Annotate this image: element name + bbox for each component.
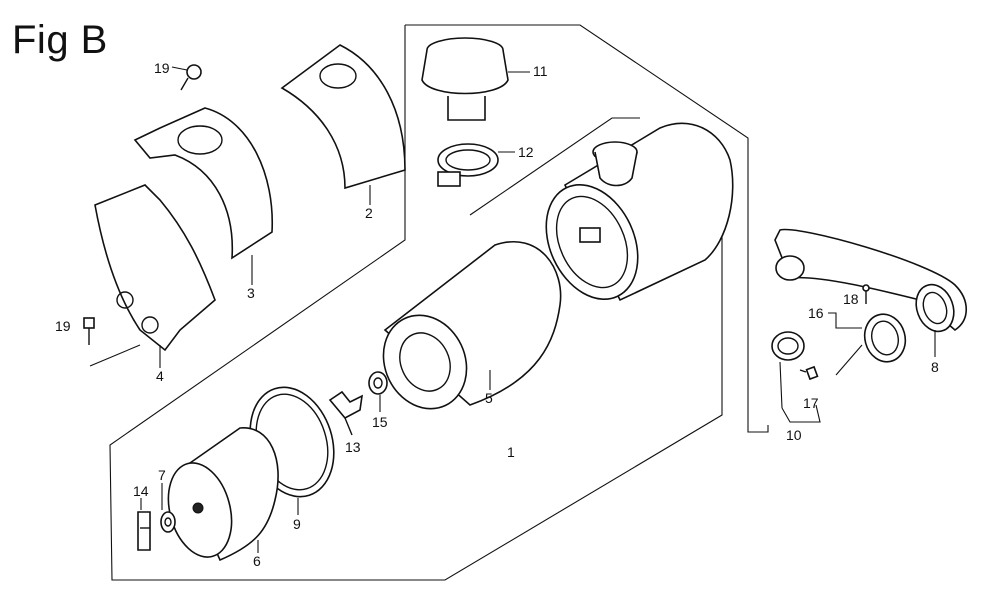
callout-6: 6 bbox=[253, 553, 261, 569]
part-7-washer bbox=[160, 483, 176, 533]
callout-9: 9 bbox=[293, 516, 301, 532]
callout-19-side: 19 bbox=[55, 318, 71, 334]
part-4-lower-bracket bbox=[89, 184, 216, 368]
air-cleaner-case bbox=[545, 122, 734, 302]
callout-14: 14 bbox=[133, 483, 149, 499]
callout-labels: 19 11 12 2 3 19 4 5 15 13 1 9 7 14 6 16 … bbox=[55, 60, 939, 569]
callout-12: 12 bbox=[518, 144, 534, 160]
part-5-filter-element bbox=[382, 241, 562, 410]
part-17-screw bbox=[799, 365, 819, 381]
callout-5: 5 bbox=[485, 390, 493, 406]
part-6-cover bbox=[167, 427, 279, 562]
callout-19-top: 19 bbox=[154, 60, 170, 76]
callout-18: 18 bbox=[843, 291, 859, 307]
part-13-wing-nut bbox=[328, 390, 364, 436]
callout-8: 8 bbox=[931, 359, 939, 375]
callout-16: 16 bbox=[808, 305, 824, 321]
part-18-screw bbox=[862, 284, 870, 304]
part-10-clamp bbox=[771, 331, 821, 423]
figure-title: Fig B bbox=[12, 18, 108, 62]
part-2-shroud bbox=[280, 44, 406, 205]
callout-2: 2 bbox=[365, 205, 373, 221]
callout-1: 1 bbox=[507, 444, 515, 460]
callout-11: 11 bbox=[533, 63, 548, 79]
part-8-intake-hose bbox=[774, 228, 968, 357]
part-3-bracket bbox=[133, 107, 273, 285]
callout-15: 15 bbox=[372, 414, 388, 430]
callout-4: 4 bbox=[156, 368, 164, 384]
part-14-clip bbox=[137, 498, 151, 551]
callout-3: 3 bbox=[247, 285, 255, 301]
assembly-outline bbox=[109, 24, 769, 581]
callout-13: 13 bbox=[345, 439, 361, 455]
part-16-hose-band bbox=[828, 312, 907, 376]
callout-7: 7 bbox=[158, 467, 166, 483]
part-11-cap bbox=[421, 37, 530, 121]
part-19-bolt-top bbox=[171, 64, 202, 91]
callout-17: 17 bbox=[803, 395, 819, 411]
part-15-washer bbox=[368, 371, 388, 412]
part-12-clamp bbox=[437, 143, 515, 187]
callout-10: 10 bbox=[786, 427, 802, 443]
part-19-bolt-side bbox=[83, 317, 95, 345]
